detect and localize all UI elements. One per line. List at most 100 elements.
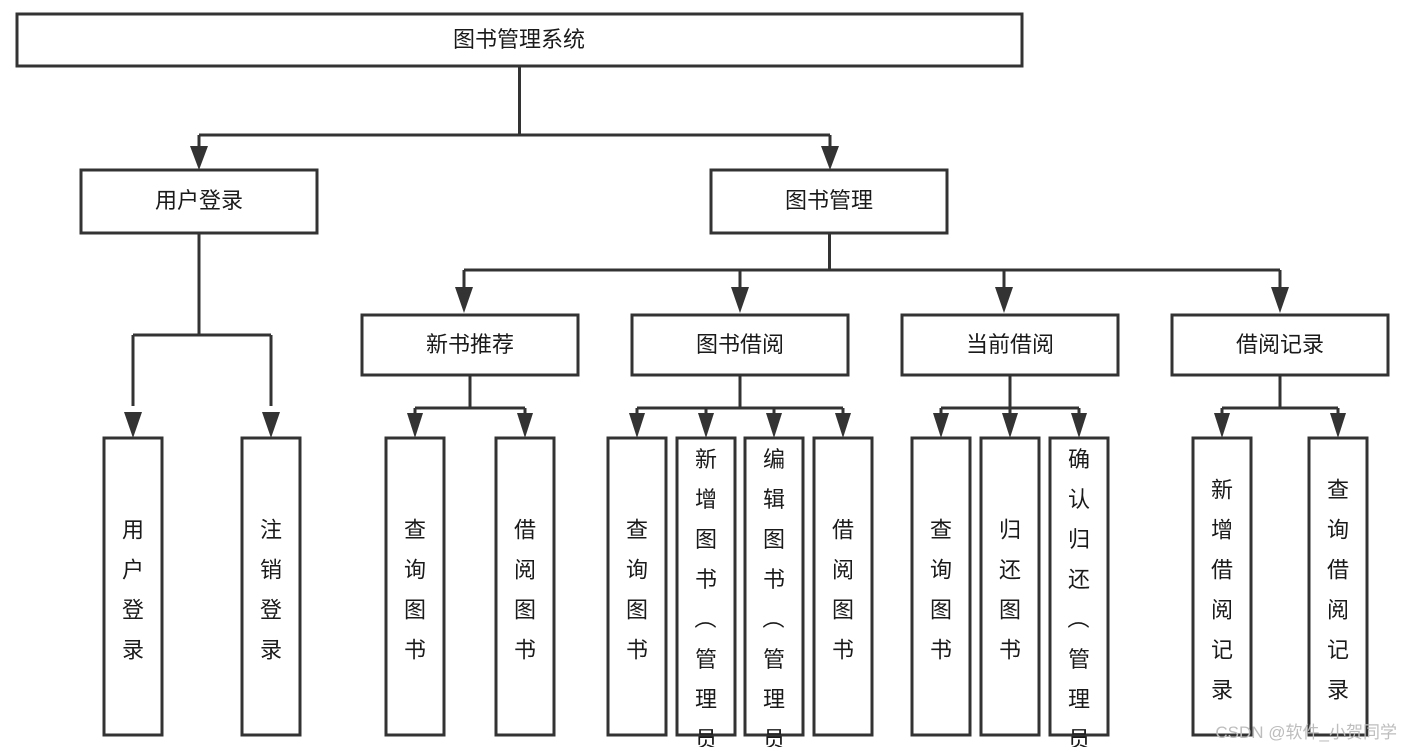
node-leaf-user-login-box[interactable] bbox=[102, 436, 164, 737]
node-leaf-user-logout-box[interactable] bbox=[240, 436, 302, 737]
node-leaf-add-record[interactable] bbox=[1191, 436, 1253, 737]
node-book-borrow[interactable]: 图书借阅 bbox=[630, 313, 850, 377]
leaves-layer bbox=[102, 436, 1369, 737]
node-leaf-add-book[interactable] bbox=[675, 436, 737, 737]
node-leaf-borrow-book-2[interactable] bbox=[812, 436, 874, 737]
leaf-glyph: 理 bbox=[695, 687, 717, 712]
node-leaf-borrow-book-1-box[interactable] bbox=[494, 436, 556, 737]
node-user-login[interactable]: 用户登录 bbox=[79, 168, 319, 235]
leaf-glyph: 书 bbox=[930, 638, 952, 663]
leaf-glyph: 记 bbox=[1327, 638, 1349, 663]
node-book-borrow-box[interactable] bbox=[630, 313, 850, 377]
arrowhead-leaf-query-record bbox=[1330, 413, 1346, 438]
leaf-glyph: 员 bbox=[695, 727, 717, 747]
leaf-glyph: 录 bbox=[1211, 678, 1233, 703]
leaf-glyph: 阅 bbox=[1327, 598, 1349, 623]
node-borrow-record-label: 借阅记录 bbox=[1236, 332, 1324, 357]
leaf-glyph: 编 bbox=[763, 447, 785, 472]
arrowhead-borrow-record bbox=[1271, 287, 1289, 313]
node-leaf-query-record-box[interactable] bbox=[1307, 436, 1369, 737]
node-current-borrow-box[interactable] bbox=[900, 313, 1120, 377]
node-leaf-edit-book-box[interactable] bbox=[743, 436, 805, 737]
node-leaf-user-logout[interactable] bbox=[240, 436, 302, 737]
leaf-glyph: 图 bbox=[695, 527, 717, 552]
leaf-glyph: 图 bbox=[763, 527, 785, 552]
node-user-login-label: 用户登录 bbox=[155, 188, 243, 213]
node-leaf-confirm-return-box[interactable] bbox=[1048, 436, 1110, 737]
node-leaf-query-book-2-box[interactable] bbox=[606, 436, 668, 737]
leaf-glyph: 书 bbox=[404, 638, 426, 663]
leaf-glyph: 注 bbox=[260, 518, 282, 543]
node-leaf-query-book-2[interactable] bbox=[606, 436, 668, 737]
leaf-glyph: （ bbox=[692, 607, 717, 629]
leaf-glyph: 阅 bbox=[514, 558, 536, 583]
leaf-glyph: 录 bbox=[1327, 678, 1349, 703]
node-leaf-user-login[interactable] bbox=[102, 436, 164, 737]
node-book-manage[interactable]: 图书管理 bbox=[709, 168, 949, 235]
node-borrow-record[interactable]: 借阅记录 bbox=[1170, 313, 1390, 377]
node-leaf-query-book-3-box[interactable] bbox=[910, 436, 972, 737]
node-leaf-edit-book[interactable] bbox=[743, 436, 805, 737]
node-leaf-add-book-box[interactable] bbox=[675, 436, 737, 737]
node-leaf-borrow-book-2-box[interactable] bbox=[812, 436, 874, 737]
node-book-manage-box[interactable] bbox=[709, 168, 949, 235]
node-leaf-return-book[interactable] bbox=[979, 436, 1041, 737]
leaf-glyph: （ bbox=[760, 607, 785, 629]
arrowhead-book-manage bbox=[821, 146, 839, 170]
leaf-glyph: 书 bbox=[695, 567, 717, 592]
leaf-glyph: 新 bbox=[695, 447, 717, 472]
leaf-glyph: 员 bbox=[763, 727, 785, 747]
node-leaf-query-book-1-box[interactable] bbox=[384, 436, 446, 737]
leaf-glyph: 图 bbox=[404, 598, 426, 623]
leaf-glyph: 查 bbox=[930, 518, 952, 543]
leaf-glyph: 查 bbox=[626, 518, 648, 543]
node-leaf-query-book-3[interactable] bbox=[910, 436, 972, 737]
arrowhead-leaf-query-book-3 bbox=[933, 413, 949, 438]
node-leaf-query-record[interactable] bbox=[1307, 436, 1369, 737]
node-leaf-confirm-return[interactable] bbox=[1048, 436, 1110, 737]
leaf-glyph: 阅 bbox=[832, 558, 854, 583]
leaf-glyph: 借 bbox=[514, 518, 536, 543]
leaf-labels-layer: 用户登录注销登录查询图书借阅图书查询图书新增图书（管理员）编辑图书（管理员）借阅… bbox=[122, 447, 1349, 747]
leaf-glyph: 登 bbox=[122, 598, 144, 623]
leaf-glyph: 理 bbox=[1068, 687, 1090, 712]
leaf-glyph: 询 bbox=[930, 558, 952, 583]
leaf-glyph: 辑 bbox=[763, 487, 785, 512]
leaf-glyph: 归 bbox=[1068, 527, 1090, 552]
arrowheads-layer bbox=[124, 146, 1346, 438]
leaf-glyph: 记 bbox=[1211, 638, 1233, 663]
arrowhead-leaf-query-book-2 bbox=[629, 413, 645, 438]
node-root[interactable]: 图书管理系统 bbox=[15, 12, 1024, 68]
leaf-glyph: 阅 bbox=[1211, 598, 1233, 623]
leaf-glyph: 书 bbox=[514, 638, 536, 663]
leaf-glyph: 询 bbox=[1327, 518, 1349, 543]
node-new-book-rec-label: 新书推荐 bbox=[426, 332, 514, 357]
node-borrow-record-box[interactable] bbox=[1170, 313, 1390, 377]
node-leaf-add-record-box[interactable] bbox=[1191, 436, 1253, 737]
leaf-glyph: （ bbox=[1065, 607, 1090, 629]
arrowhead-leaf-borrow-book-2 bbox=[835, 413, 851, 438]
node-new-book-rec-box[interactable] bbox=[360, 313, 580, 377]
node-leaf-return-book-box[interactable] bbox=[979, 436, 1041, 737]
node-new-book-rec[interactable]: 新书推荐 bbox=[360, 313, 580, 377]
node-user-login-box[interactable] bbox=[79, 168, 319, 235]
leaf-glyph: 图 bbox=[514, 598, 536, 623]
node-leaf-borrow-book-1[interactable] bbox=[494, 436, 556, 737]
node-leaf-query-book-1[interactable] bbox=[384, 436, 446, 737]
node-root-label: 图书管理系统 bbox=[453, 27, 585, 52]
node-book-borrow-label: 图书借阅 bbox=[696, 332, 784, 357]
leaf-glyph: 录 bbox=[122, 638, 144, 663]
leaf-glyph: 借 bbox=[1211, 558, 1233, 583]
node-current-borrow[interactable]: 当前借阅 bbox=[900, 313, 1120, 377]
leaf-glyph: 登 bbox=[260, 598, 282, 623]
leaf-glyph: 新 bbox=[1211, 478, 1233, 503]
leaf-glyph: 书 bbox=[832, 638, 854, 663]
node-root-box[interactable] bbox=[15, 12, 1024, 68]
